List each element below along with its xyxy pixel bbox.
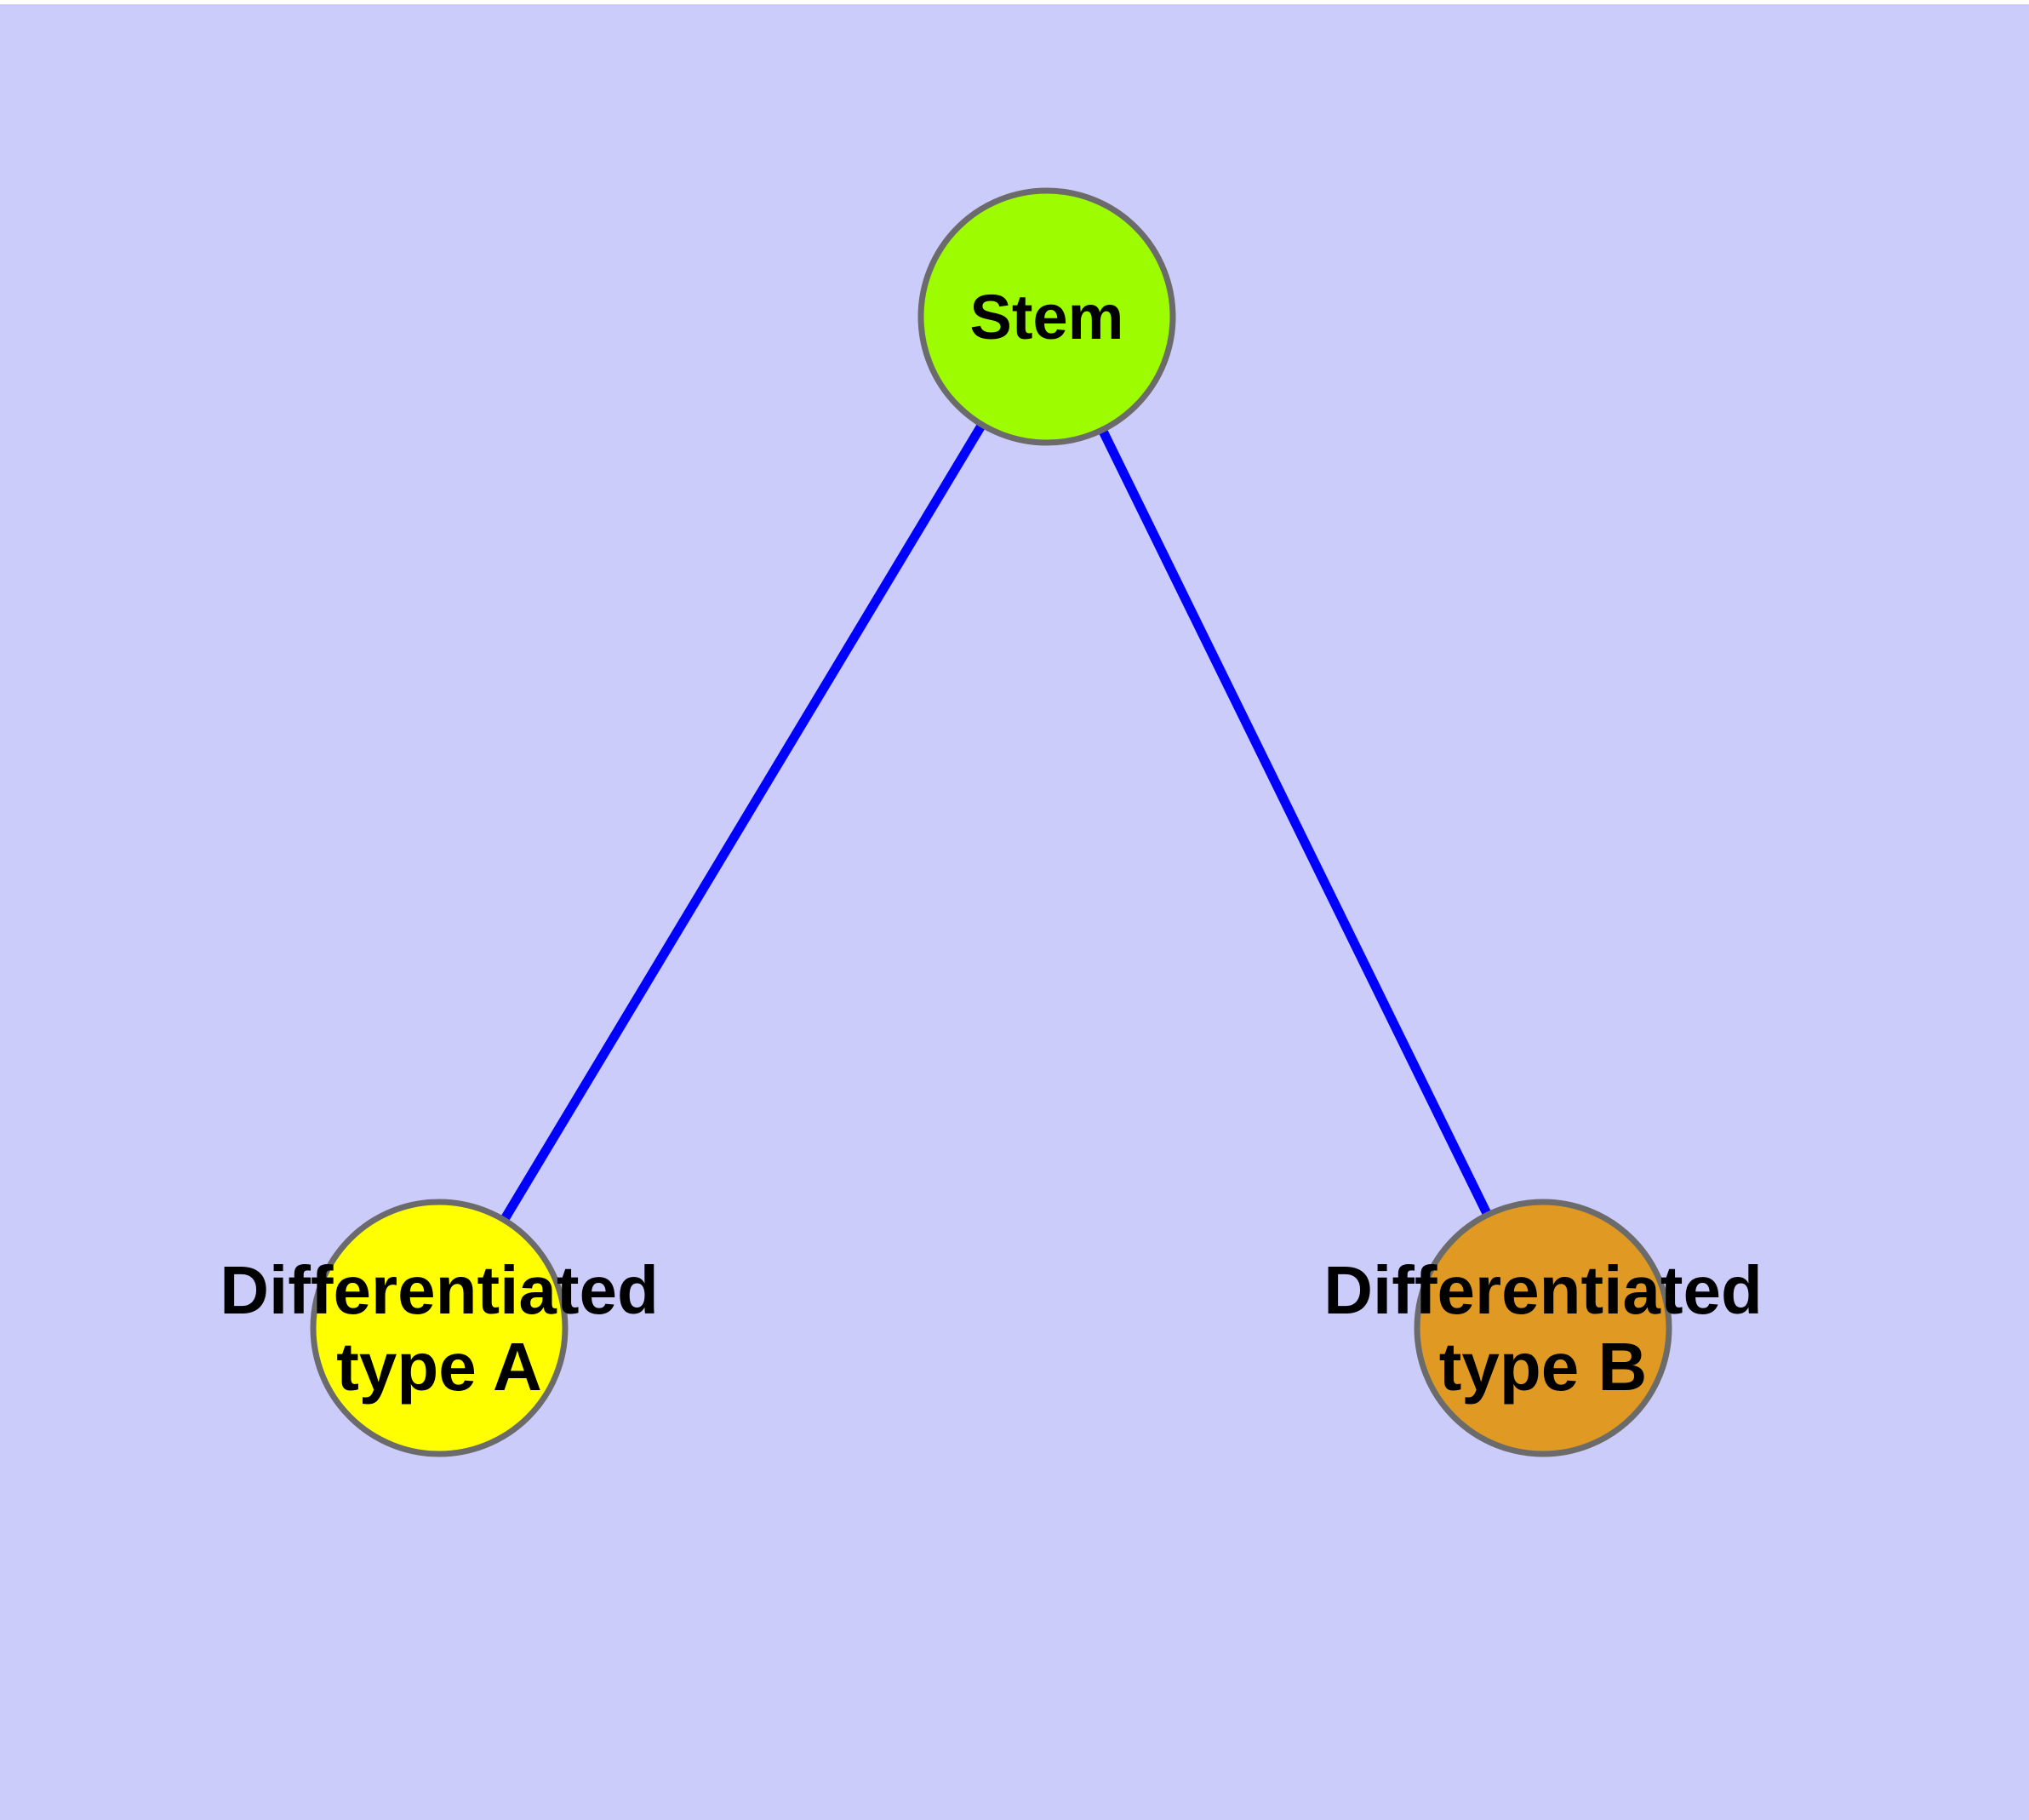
node-label-differentiated-type-a-line2: type A xyxy=(336,1329,542,1405)
node-label-differentiated-type-b-line2: type B xyxy=(1439,1329,1648,1405)
edge-stem-to-differentiated-type-b[interactable] xyxy=(1098,427,1492,1217)
edge-stem-to-differentiated-type-a[interactable] xyxy=(500,422,986,1222)
node-circle-differentiated-type-b[interactable] xyxy=(1414,1199,1672,1457)
node-label-stem: Stem xyxy=(970,282,1124,352)
node-link-graph: Stem Differentiated type A Differentiate… xyxy=(220,187,1763,1457)
node-label-differentiated-type-a-line1: Differentiated xyxy=(220,1252,659,1328)
diagram-plot-area: Stem Differentiated type A Differentiate… xyxy=(0,4,2029,1820)
node-circle-differentiated-type-a[interactable] xyxy=(310,1199,569,1457)
node-circle-stem[interactable] xyxy=(917,187,1176,446)
node-differentiated-type-b[interactable] xyxy=(1414,1199,1672,1457)
label-layer: Stem Differentiated type A Differentiate… xyxy=(220,282,1763,1405)
node-stem[interactable] xyxy=(917,187,1176,446)
node-layer xyxy=(310,187,1672,1457)
node-label-differentiated-type-b-line1: Differentiated xyxy=(1323,1252,1763,1328)
edge-layer xyxy=(500,422,1492,1222)
node-differentiated-type-a[interactable] xyxy=(310,1199,569,1457)
